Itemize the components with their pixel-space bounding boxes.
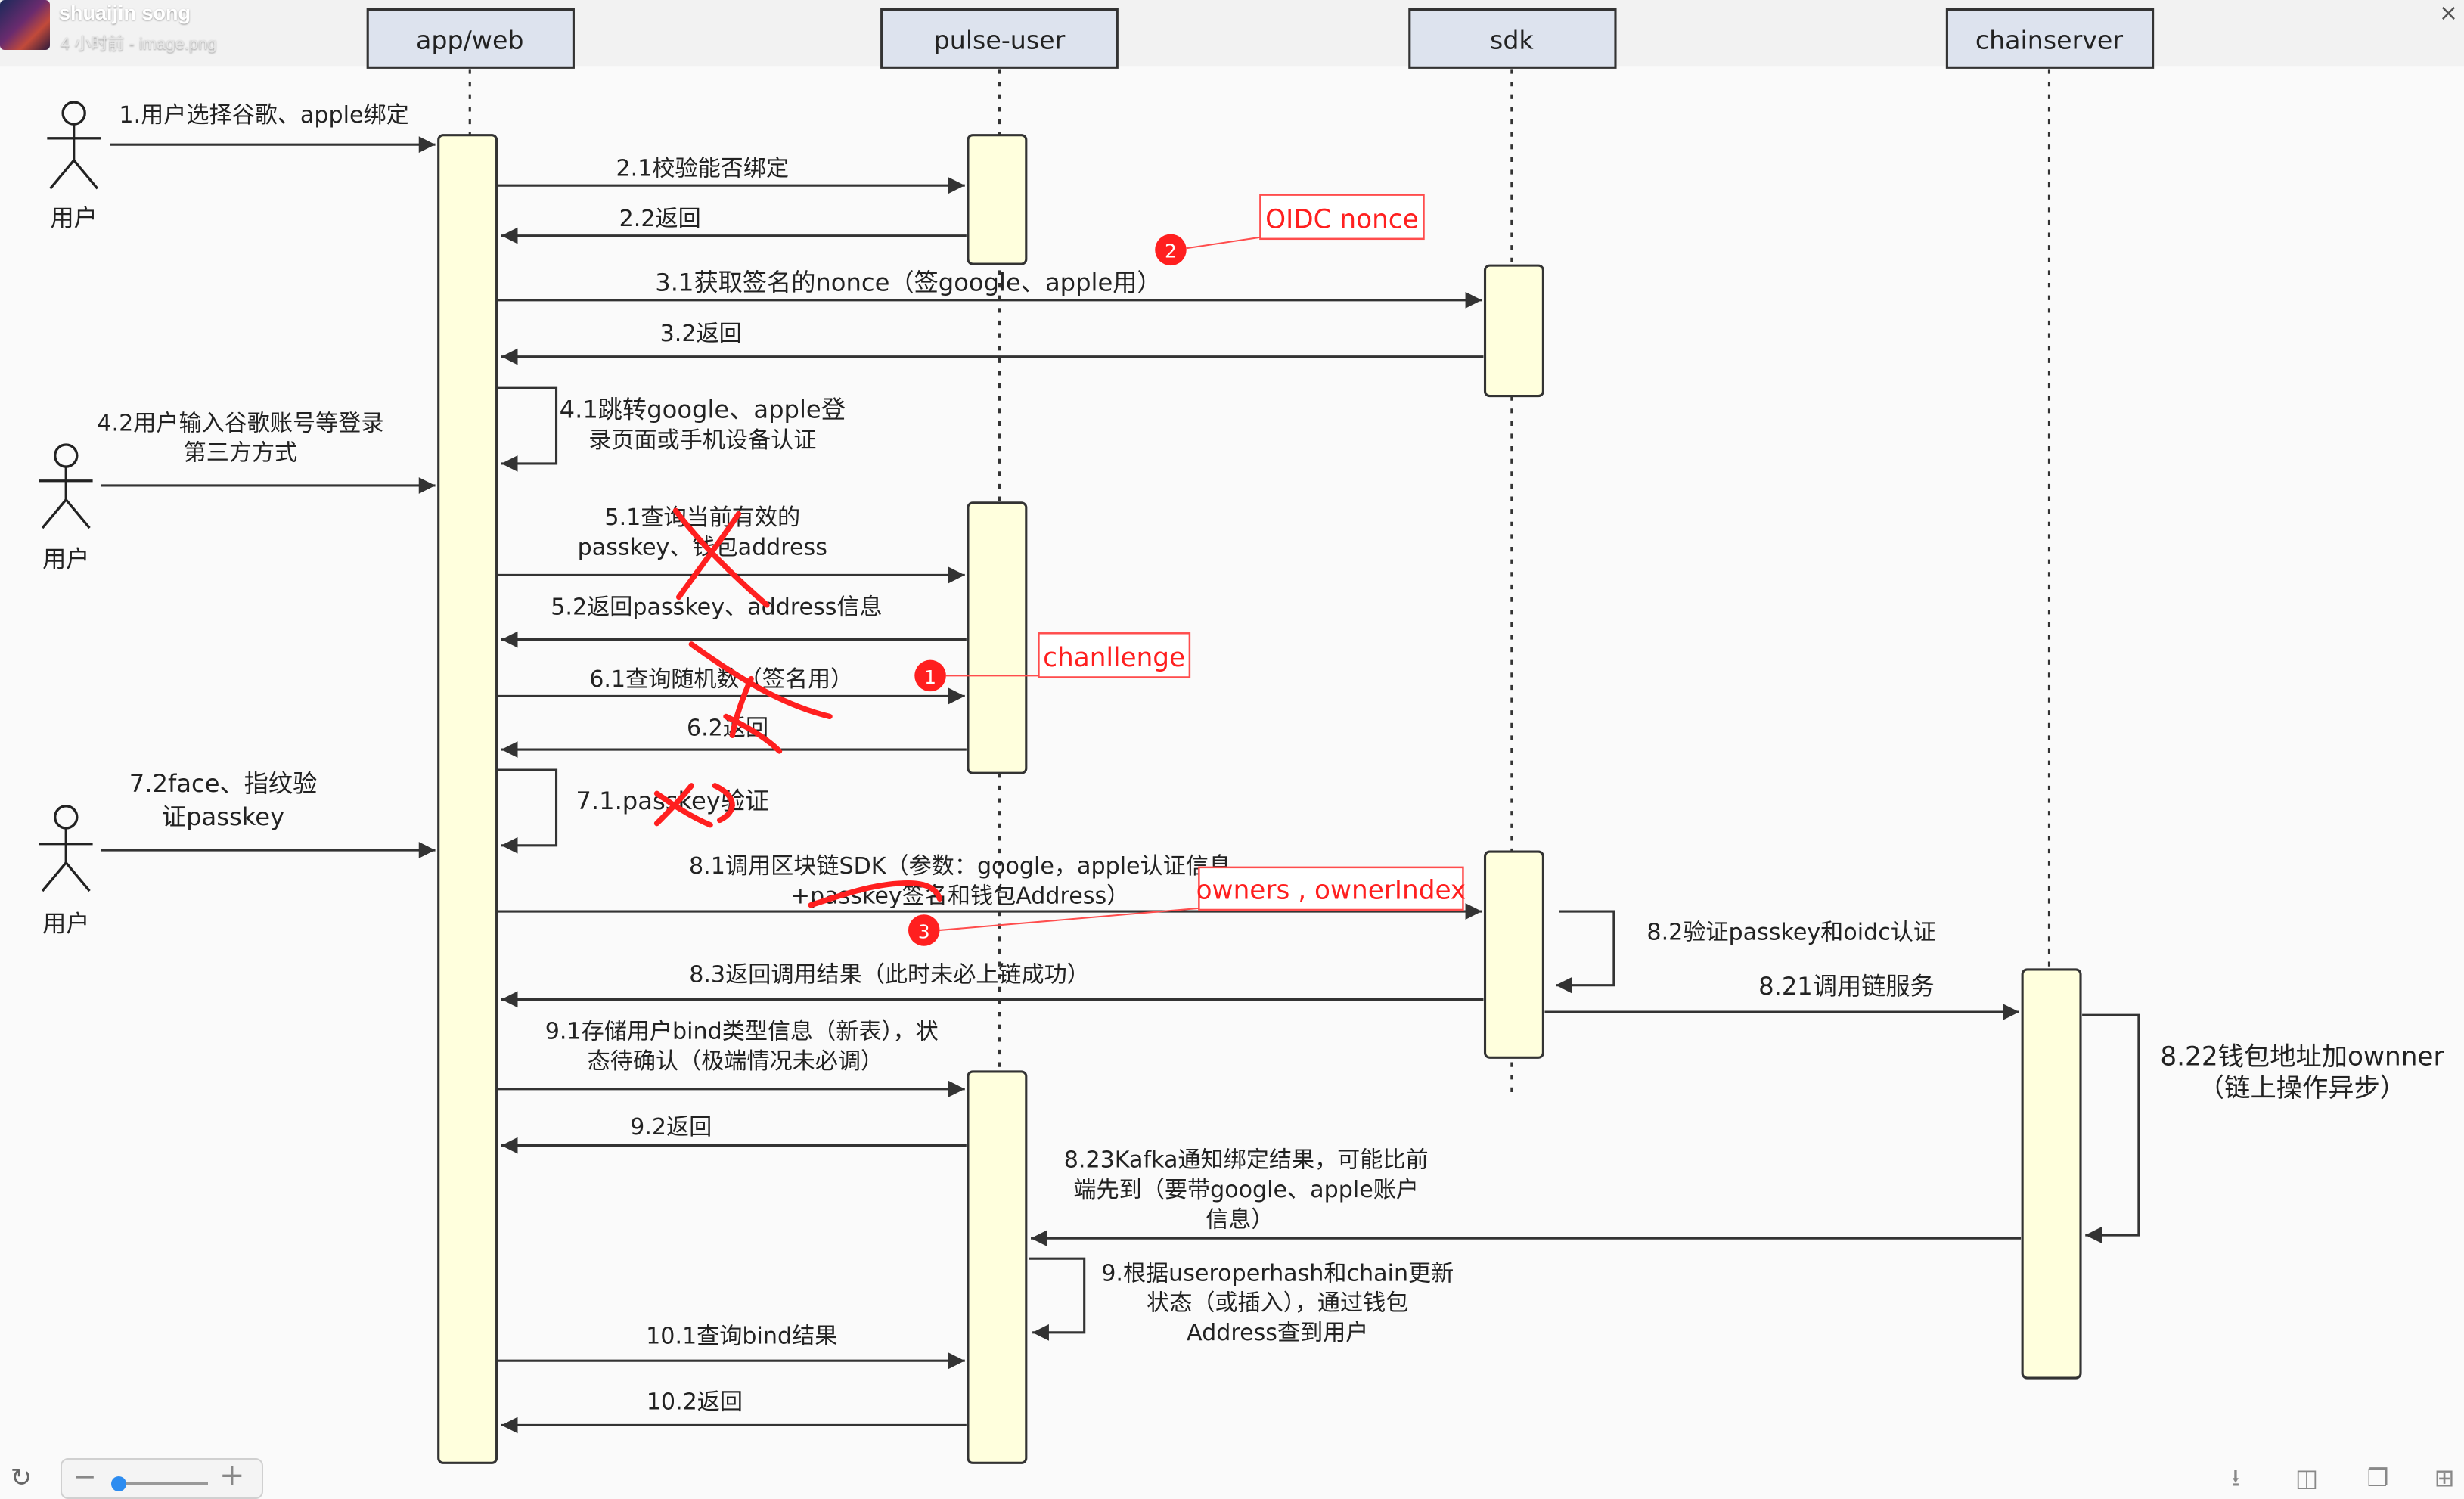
red-scribbles xyxy=(653,507,943,908)
user-name: shuaijin song xyxy=(59,2,191,24)
activation-pulse-2 xyxy=(967,501,1028,774)
activation-pulse-1 xyxy=(967,134,1028,265)
message-label-m823b: 端先到（要带google、apple账户 xyxy=(1073,1177,1419,1203)
annotation-badge-2: 3 xyxy=(918,920,930,942)
zoom-slider-thumb[interactable] xyxy=(111,1476,126,1491)
message-label-m41a: 4.1跳转google、apple登 xyxy=(560,396,846,424)
refresh-icon[interactable]: ↻ xyxy=(10,1463,33,1493)
annotation-owners: owners , ownerIndex 3 xyxy=(908,866,1466,946)
message-labels: 1.用户选择谷歌、apple绑定 2.1校验能否绑定 2.2返回 3.1获取签名… xyxy=(97,102,2444,1416)
message-label-m61: 6.1查询随机数（签名用） xyxy=(589,666,853,693)
message-label-m823c: 信息） xyxy=(1206,1207,1274,1234)
participant-pulse: pulse-user xyxy=(880,8,1119,69)
cloud-download-icon[interactable]: ⭳ xyxy=(2231,1463,2240,1492)
annotation-text-0: chanllenge xyxy=(1043,643,1185,673)
annotation-challenge: chanllenge 1 xyxy=(914,632,1191,692)
message-label-m823a: 8.23Kafka通知绑定结果，可能比前 xyxy=(1064,1147,1429,1174)
message-label-m102: 10.2返回 xyxy=(647,1389,743,1416)
zoom-control xyxy=(61,1458,263,1499)
message-label-m822a: 8.22钱包地址加ownner xyxy=(2160,1042,2444,1072)
message-label-m822b: （链上操作异步） xyxy=(2199,1073,2406,1103)
message-label-m83: 8.3返回调用结果（此时未必上链成功） xyxy=(689,962,1090,988)
message-label-m91b: 态待确认（极端情况未必调） xyxy=(588,1048,883,1075)
actor-1 xyxy=(47,101,101,190)
message-label-m92: 9.2返回 xyxy=(630,1114,712,1141)
activation-sdk-2 xyxy=(1483,850,1544,1059)
panel-icon[interactable]: ◫ xyxy=(2295,1463,2319,1492)
message-label-m821: 8.21调用链服务 xyxy=(1758,972,1935,1001)
activations xyxy=(437,134,2082,1464)
participant-pulse-label: pulse-user xyxy=(934,25,1066,54)
message-label-m22: 2.2返回 xyxy=(619,206,701,232)
message-label-m31: 3.1获取签名的nonce（签google、apple用） xyxy=(655,268,1161,296)
image-subtitle: 4 小时前 - image.png xyxy=(61,34,217,53)
annotation-oidc: OIDC nonce 2 xyxy=(1155,194,1425,266)
viewer-header: shuaijin song 4 小时前 - image.png xyxy=(0,0,318,61)
message-label-m52: 5.2返回passkey、address信息 xyxy=(551,594,882,620)
message-label-m1: 1.用户选择谷歌、apple绑定 xyxy=(119,102,408,129)
activation-pulse-3 xyxy=(967,1070,1028,1464)
actor-2-label: 用户 xyxy=(42,546,89,573)
participant-sdk-label: sdk xyxy=(1490,25,1534,54)
message-label-m9a: 9.根据useroperhash和chain更新 xyxy=(1101,1260,1454,1286)
zoom-slider-track[interactable] xyxy=(113,1482,208,1485)
participant-app-label: app/web xyxy=(416,25,523,54)
message-label-m9b: 状态（或插入），通过钱包 xyxy=(1147,1290,1408,1317)
participant-sdk: sdk xyxy=(1408,8,1617,69)
message-label-m72a: 7.2face、指纹验 xyxy=(129,769,318,798)
message-label-m91a: 9.1存储用户bind类型信息（新表），状 xyxy=(545,1018,939,1044)
activation-chain xyxy=(2021,968,2082,1380)
message-label-m9c: Address查到用户 xyxy=(1187,1320,1368,1346)
message-label-m32: 3.2返回 xyxy=(660,321,742,347)
viewer-toolbar xyxy=(0,1454,2464,1497)
message-label-m42b: 第三方方式 xyxy=(184,440,298,467)
message-label-m101: 10.1查询bind结果 xyxy=(646,1323,837,1349)
message-label-m82: 8.2验证passkey和oidc认证 xyxy=(1646,919,1936,945)
actor-2 xyxy=(39,443,93,529)
participant-chain: chainserver xyxy=(1945,8,2155,69)
message-label-m42a: 4.2用户输入谷歌账号等登录 xyxy=(97,410,383,436)
message-label-m41b: 录页面或手机设备认证 xyxy=(588,427,816,454)
participant-app: app/web xyxy=(366,8,575,69)
annotation-text-1: OIDC nonce xyxy=(1265,204,1419,234)
participant-chain-label: chainserver xyxy=(1975,25,2124,54)
grid-icon[interactable]: ⊞ xyxy=(2434,1463,2455,1492)
annotation-badge-1: 2 xyxy=(1165,241,1177,262)
actor-1-label: 用户 xyxy=(50,205,97,232)
zoom-in-button[interactable]: + xyxy=(219,1458,245,1493)
message-label-m51b: passkey、钱包address xyxy=(578,534,827,560)
message-label-m72b: 证passkey xyxy=(162,802,284,831)
zoom-out-button[interactable]: − xyxy=(73,1460,97,1493)
actor-3-label: 用户 xyxy=(42,911,89,938)
annotation-text-2: owners , ownerIndex xyxy=(1196,875,1466,905)
avatar[interactable] xyxy=(0,0,50,50)
message-label-m21: 2.1校验能否绑定 xyxy=(616,156,790,182)
annotation-badge-0: 1 xyxy=(924,666,936,688)
activation-sdk-1 xyxy=(1483,264,1544,398)
message-label-m51a: 5.1查询当前有效的 xyxy=(604,504,800,531)
message-label-m81a: 8.1调用区块链SDK（参数：google，apple认证信息 xyxy=(689,853,1231,880)
close-icon[interactable]: × xyxy=(2438,0,2458,26)
copy-icon[interactable]: ❐ xyxy=(2366,1463,2389,1492)
actor-3 xyxy=(39,805,93,892)
activation-app xyxy=(437,134,498,1464)
